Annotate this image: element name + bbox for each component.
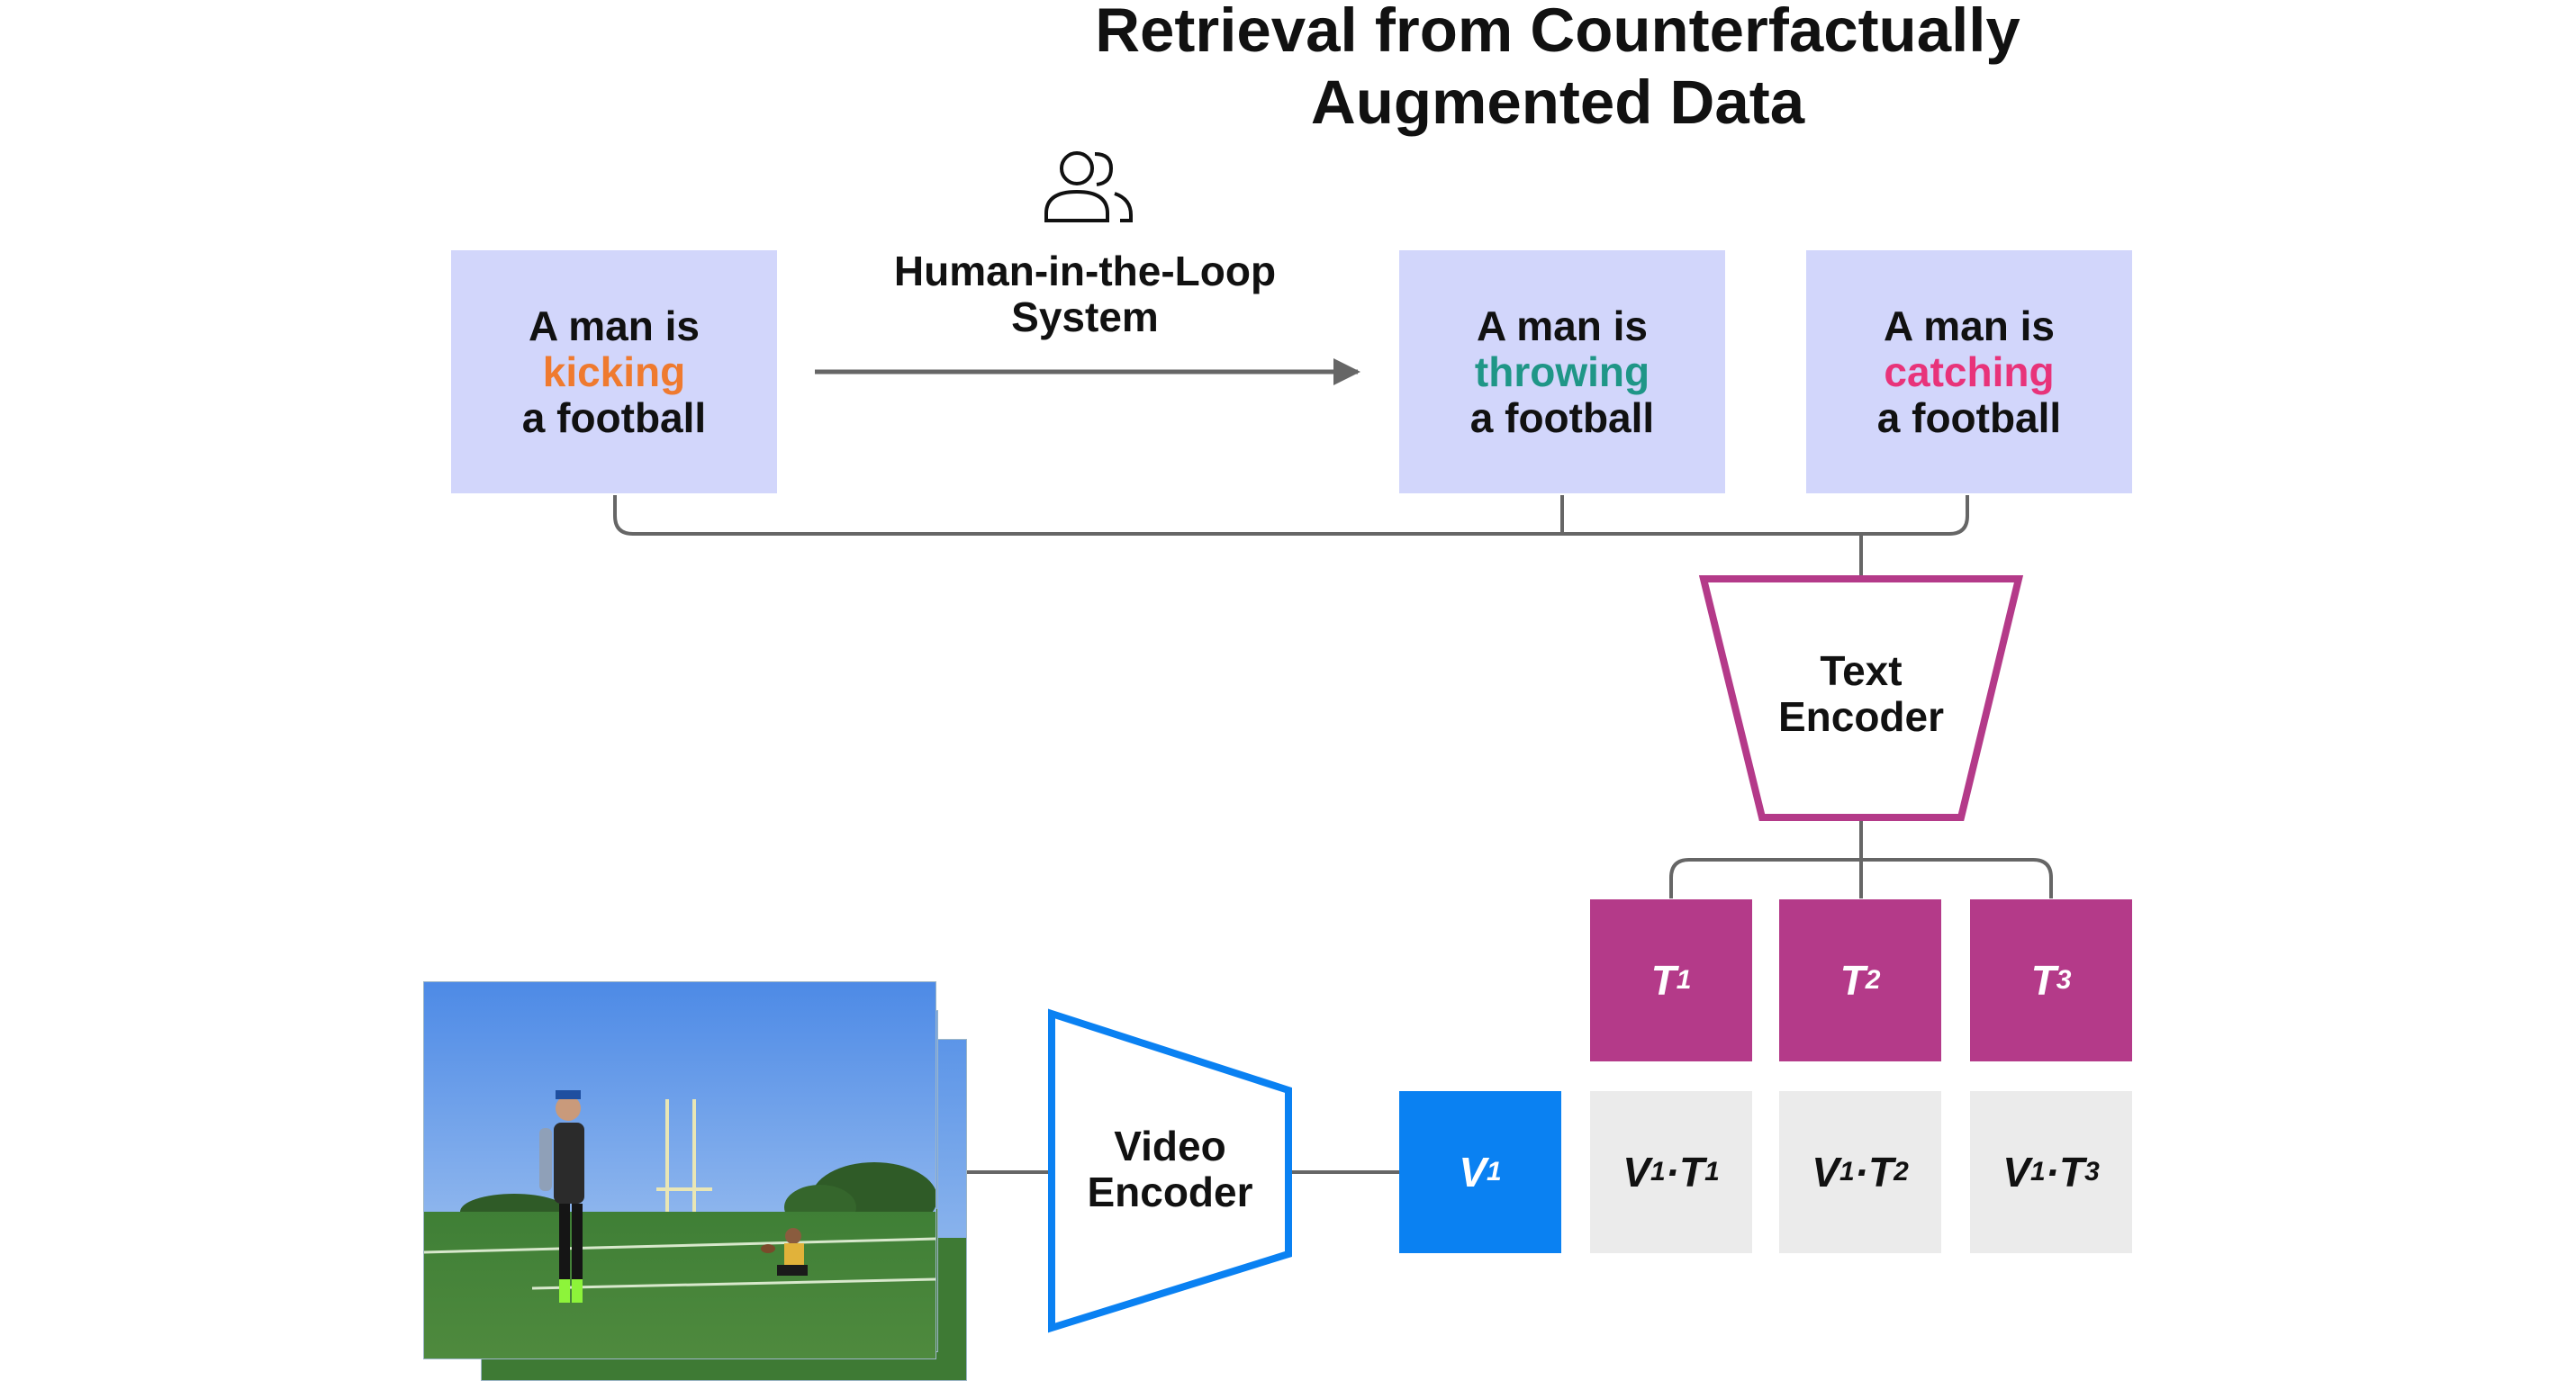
diagram-title: Retrieval from Counterfactually Augmente…	[837, 0, 2278, 139]
caption-prefix: A man is	[528, 302, 700, 349]
caption-prefix: A man is	[1883, 302, 2056, 349]
video-encoder-line-1: Video	[1114, 1123, 1226, 1169]
video-encoder-label: Video Encoder	[1052, 1124, 1288, 1215]
users-icon	[1044, 151, 1133, 222]
sim-t: T	[1678, 1149, 1705, 1196]
caption-bracket	[613, 495, 1969, 536]
video-encoder-line-2: Encoder	[1087, 1169, 1253, 1215]
embedding-symbol: T	[1650, 957, 1677, 1004]
caption-verb: throwing	[1474, 348, 1650, 395]
sim-v-index: 1	[1839, 1157, 1855, 1187]
text-encoder-label: Text Encoder	[1731, 648, 1992, 740]
video-encoder-shape	[1048, 1008, 1292, 1333]
hitl-label: Human-in-the-Loop System	[837, 248, 1333, 340]
embedding-index: 1	[1676, 965, 1692, 995]
sim-t: T	[1867, 1149, 1894, 1196]
sim-v-index: 1	[2029, 1157, 2046, 1187]
caption-verb: kicking	[542, 348, 686, 395]
sim-v-index: 1	[1650, 1157, 1666, 1187]
embedding-index: 1	[1487, 1157, 1502, 1187]
embedding-symbol: T	[1839, 957, 1866, 1004]
caption-verb: catching	[1884, 348, 2055, 395]
caption-suffix: a football	[521, 393, 707, 441]
sim-t-index: 2	[1894, 1157, 1909, 1187]
sim-v: V	[1812, 1149, 1839, 1196]
caption-prefix: A man is	[1476, 302, 1649, 349]
text-encoder-line-2: Encoder	[1777, 693, 1945, 740]
caption-suffix: a football	[1876, 393, 2062, 441]
sim-t-index: 3	[2084, 1157, 2100, 1187]
dot-operator: ·	[2045, 1149, 2059, 1196]
sim-t: T	[2058, 1149, 2085, 1196]
caption-suffix: a football	[1469, 393, 1655, 441]
sim-v: V	[1622, 1149, 1650, 1196]
caption-box-original: A man is kicking a football	[451, 250, 777, 493]
caption-box-counterfactual-2: A man is catching a football	[1806, 250, 2132, 493]
title-line-1: Retrieval from Counterfactually	[1095, 0, 2020, 65]
embedding-bracket	[1669, 858, 2053, 898]
text-encoder-line-1: Text	[1820, 647, 1903, 694]
embedding-index: 2	[1865, 965, 1881, 995]
sim-v: V	[2002, 1149, 2030, 1196]
sim-t-index: 1	[1704, 1157, 1720, 1187]
caption-box-counterfactual-1: A man is throwing a football	[1399, 250, 1725, 493]
dot-operator: ·	[1665, 1149, 1679, 1196]
text-encoder-shape	[1698, 575, 2024, 821]
embedding-symbol: V	[1459, 1149, 1487, 1196]
title-line-2: Augmented Data	[1310, 68, 1805, 137]
hitl-label-line-2: System	[1011, 293, 1159, 340]
video-frame-front	[423, 981, 936, 1359]
embedding-symbol: T	[2030, 957, 2056, 1004]
hitl-label-line-1: Human-in-the-Loop	[893, 248, 1277, 294]
dot-operator: ·	[1854, 1149, 1868, 1196]
embedding-index: 3	[2056, 965, 2072, 995]
